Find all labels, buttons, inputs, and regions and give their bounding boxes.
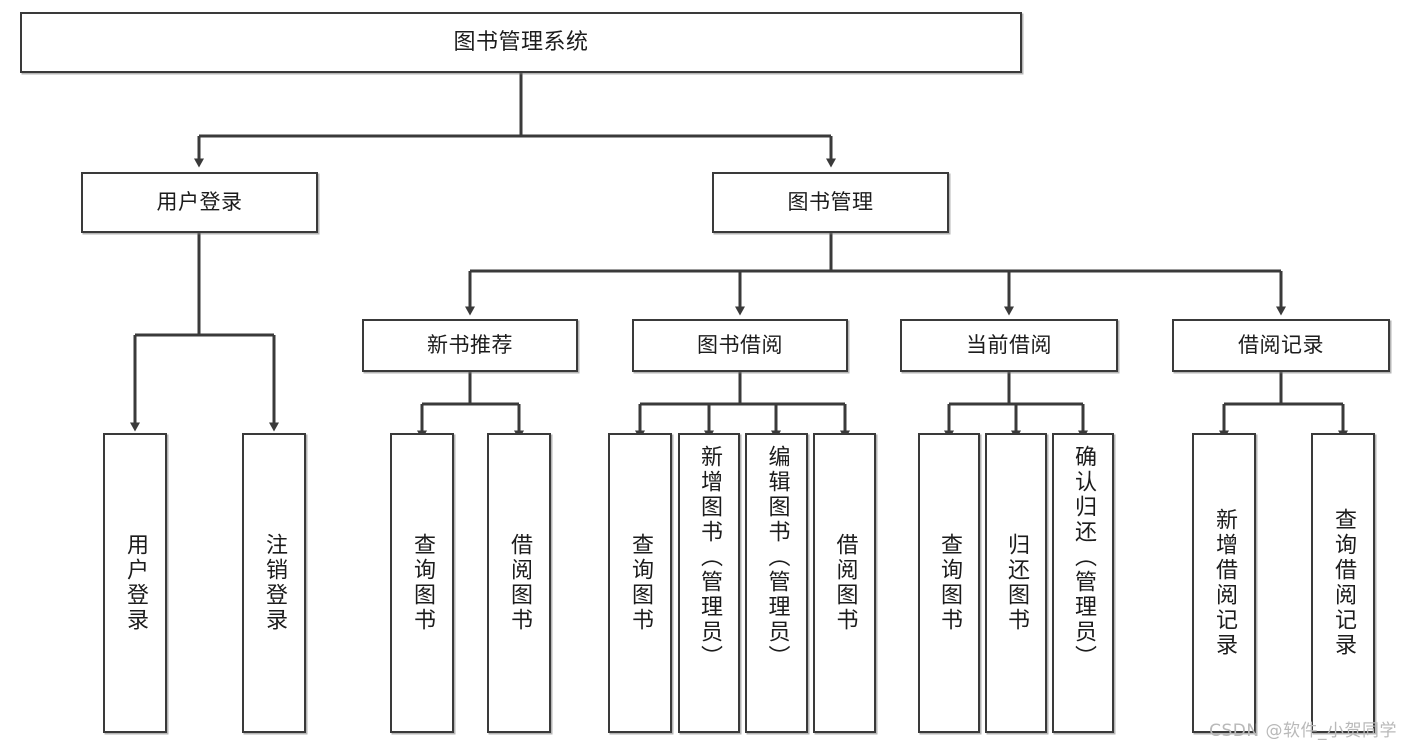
node-current-borrow[interactable]: 当前借阅 bbox=[900, 319, 1118, 372]
node-leaf-logout-login[interactable]: 注销登录 bbox=[242, 433, 306, 733]
node-borrow-record[interactable]: 借阅记录 bbox=[1172, 319, 1390, 372]
node-leaf-edit-book-admin-label: 编辑图书（管理员） bbox=[764, 445, 790, 670]
watermark-text: CSDN @软件_小贺同学 bbox=[1209, 721, 1397, 741]
node-new-book-rec[interactable]: 新书推荐 bbox=[362, 319, 578, 372]
node-leaf-borrow-book-2[interactable]: 借阅图书 bbox=[813, 433, 876, 733]
node-root-label: 图书管理系统 bbox=[453, 29, 589, 55]
node-new-book-rec-label: 新书推荐 bbox=[427, 333, 513, 358]
node-leaf-query-book-2-label: 查询图书 bbox=[628, 533, 653, 633]
node-leaf-edit-book-admin[interactable]: 编辑图书（管理员） bbox=[745, 433, 808, 733]
node-leaf-query-book-1-label: 查询图书 bbox=[410, 533, 435, 633]
node-leaf-user-login-label: 用户登录 bbox=[123, 533, 148, 633]
node-book-manage-label: 图书管理 bbox=[787, 190, 874, 215]
node-current-borrow-label: 当前借阅 bbox=[966, 333, 1052, 358]
node-leaf-return-book-label: 归还图书 bbox=[1004, 533, 1029, 633]
node-book-borrow[interactable]: 图书借阅 bbox=[632, 319, 848, 372]
node-leaf-query-book-3-label: 查询图书 bbox=[937, 533, 962, 633]
node-user-login-label: 用户登录 bbox=[156, 190, 243, 215]
node-leaf-add-borrow-record-label: 新增借阅记录 bbox=[1212, 508, 1237, 658]
node-book-manage[interactable]: 图书管理 bbox=[712, 172, 949, 233]
node-leaf-add-borrow-record[interactable]: 新增借阅记录 bbox=[1192, 433, 1256, 733]
node-leaf-borrow-book-2-label: 借阅图书 bbox=[832, 533, 858, 633]
node-leaf-query-borrow-record[interactable]: 查询借阅记录 bbox=[1311, 433, 1375, 733]
node-user-login[interactable]: 用户登录 bbox=[81, 172, 318, 233]
node-leaf-borrow-book-1-label: 借阅图书 bbox=[507, 533, 532, 633]
node-leaf-confirm-return-admin[interactable]: 确认归还（管理员） bbox=[1052, 433, 1114, 733]
node-book-borrow-label: 图书借阅 bbox=[697, 333, 783, 358]
node-leaf-add-book-admin-label: 新增图书（管理员） bbox=[697, 445, 722, 670]
node-leaf-query-borrow-record-label: 查询借阅记录 bbox=[1331, 508, 1356, 658]
node-leaf-query-book-2[interactable]: 查询图书 bbox=[608, 433, 672, 733]
node-leaf-borrow-book-1[interactable]: 借阅图书 bbox=[487, 433, 551, 733]
node-borrow-record-label: 借阅记录 bbox=[1238, 333, 1324, 358]
node-leaf-confirm-return-admin-label: 确认归还（管理员） bbox=[1071, 445, 1096, 670]
node-leaf-add-book-admin[interactable]: 新增图书（管理员） bbox=[678, 433, 740, 733]
node-leaf-query-book-3[interactable]: 查询图书 bbox=[918, 433, 980, 733]
node-leaf-query-book-1[interactable]: 查询图书 bbox=[390, 433, 454, 733]
node-leaf-return-book[interactable]: 归还图书 bbox=[985, 433, 1047, 733]
node-leaf-logout-login-label: 注销登录 bbox=[262, 533, 287, 633]
node-root[interactable]: 图书管理系统 bbox=[20, 12, 1022, 73]
node-leaf-user-login[interactable]: 用户登录 bbox=[103, 433, 167, 733]
